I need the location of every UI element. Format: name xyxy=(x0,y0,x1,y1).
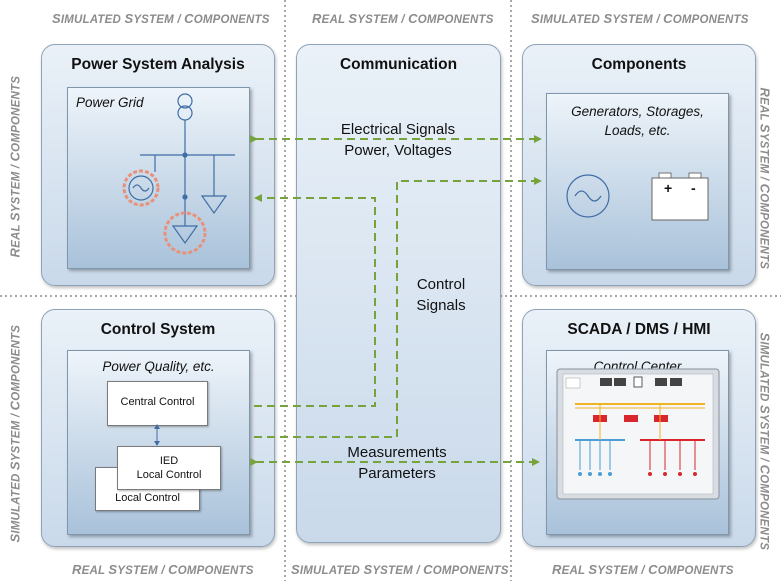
measurements-line1: Measurements xyxy=(347,444,447,461)
scada-title: SCADA / DMS / HMI xyxy=(567,321,711,338)
edge-label-bottom-left: REAL SYSTEM / COMPONENTS xyxy=(72,562,254,577)
central-control-label: Central Control xyxy=(120,396,195,408)
edge-label-bottom-right: REAL SYSTEM / COMPONENTS xyxy=(552,562,734,577)
control-signals-line1: Control xyxy=(416,276,466,293)
power-grid-schematic xyxy=(128,93,235,245)
generator-highlight-icon xyxy=(122,169,160,207)
generator-icon xyxy=(566,174,610,218)
control-signals-label: Control Signals xyxy=(396,274,486,316)
components-title: Components xyxy=(591,56,687,73)
control-system-title: Control System xyxy=(100,321,216,338)
components-panel: Components Generators, Storages, Loads, … xyxy=(522,44,756,286)
power-grid-title: Power Grid xyxy=(76,95,144,110)
scada-screen-icon xyxy=(556,368,720,500)
signal-arrows xyxy=(250,135,542,466)
electrical-signals-line2: Power, Voltages xyxy=(344,142,452,159)
edge-label-top-left: SIMULATED SYSTEM / COMPONENTS xyxy=(52,11,270,26)
edge-label-top-right: SIMULATED SYSTEM / COMPONENTS xyxy=(531,11,749,26)
ied-connector-arrow-up xyxy=(154,424,160,429)
power-system-analysis-title: Power System Analysis xyxy=(71,56,245,73)
local-control-label: Local Control xyxy=(115,492,180,504)
power-grid-box: Power Grid xyxy=(67,87,250,269)
edge-label-bottom-center: SIMULATED SYSTEM / COMPONENTS xyxy=(291,562,509,577)
measurements-line2: Parameters xyxy=(358,465,436,482)
electrical-signals-line1: Electrical Signals xyxy=(340,121,456,138)
edge-label-top-center: REAL SYSTEM / COMPONENTS xyxy=(312,11,494,26)
electrical-signals-label: Electrical Signals Power, Voltages xyxy=(320,119,476,161)
ied-box: IED Local Control xyxy=(117,446,221,490)
ied-line1: IED xyxy=(159,455,179,467)
measurements-label: Measurements Parameters xyxy=(322,442,472,484)
ied-connector-arrow-down xyxy=(154,441,160,446)
battery-plus-label: + xyxy=(664,180,672,196)
ied-label: IED Local Control xyxy=(118,454,220,482)
communication-title: Communication xyxy=(339,56,458,73)
power-quality-title: Power Quality, etc. xyxy=(102,359,215,374)
power-system-analysis-panel: Power System Analysis Power Grid xyxy=(41,44,275,286)
control-signals-line2: Signals xyxy=(416,297,466,314)
control-to-grid-arrow xyxy=(254,194,376,407)
load-highlight-icon xyxy=(163,211,207,255)
control-to-components-arrow xyxy=(254,177,542,438)
battery-minus-label: - xyxy=(691,180,696,196)
ied-line2: Local Control xyxy=(136,469,202,481)
battery-icon xyxy=(651,172,709,221)
generators-title: Generators, Storages, Loads, etc. xyxy=(571,104,704,138)
